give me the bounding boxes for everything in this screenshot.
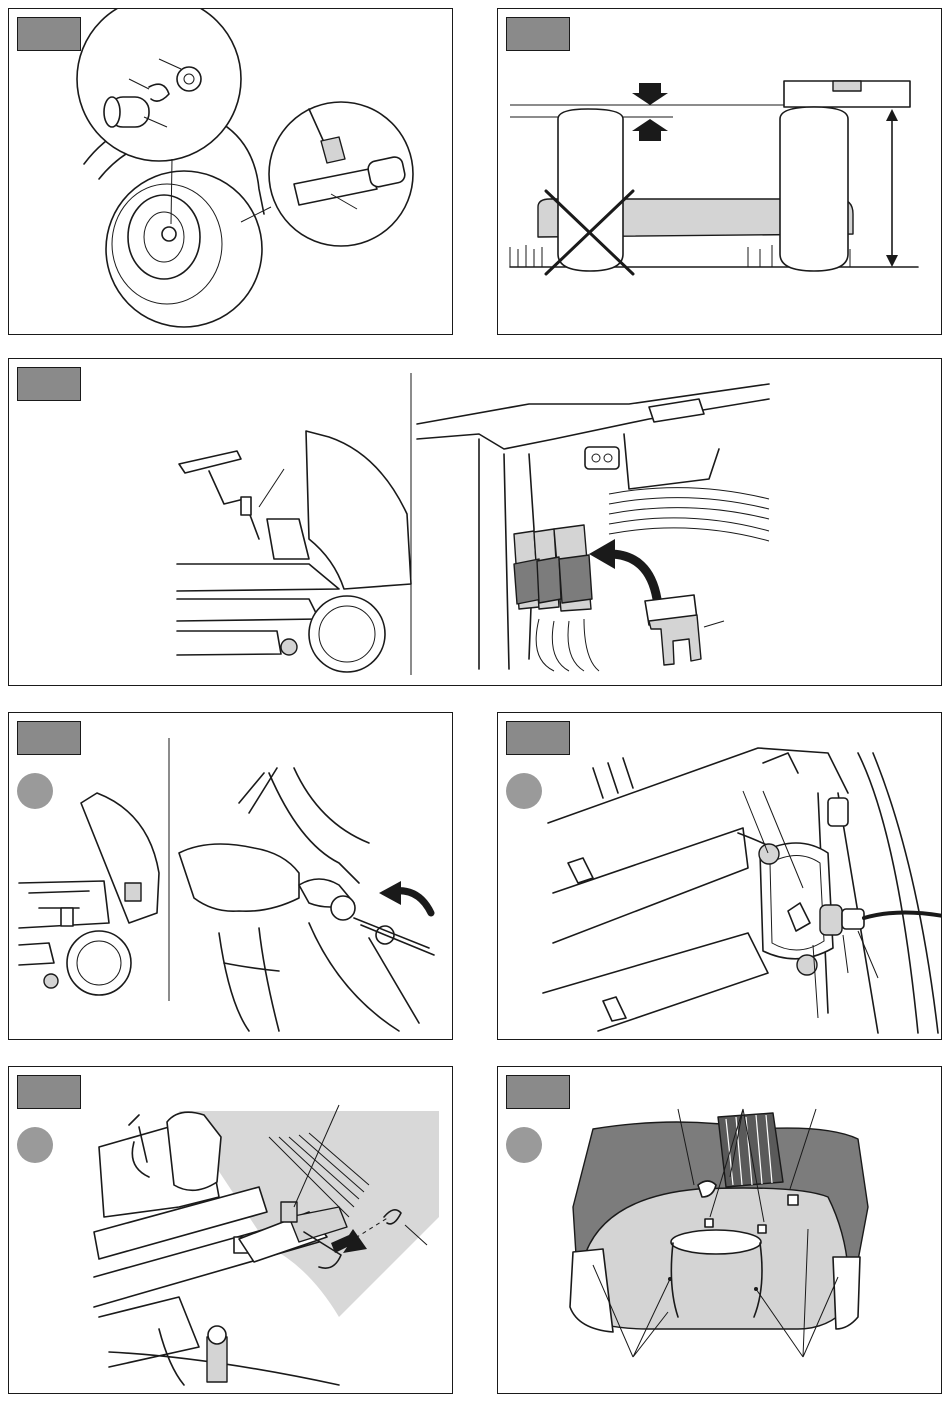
panel-grass-collector-filter [497,1066,942,1394]
headlight-bulb-illustration [498,713,942,1040]
arrow-up-icon [632,119,668,141]
deck-pin-illustration [9,1067,453,1394]
panel-fuse-replacement [8,358,942,686]
collector-illustration [498,1067,942,1394]
panel-battery-disconnect [8,712,453,1040]
tyre-level-illustration [498,9,942,335]
battery-disconnect-illustration [9,713,453,1040]
panel-cutting-deck-removal [8,1066,453,1394]
panel-tyre-pressure-level [497,8,942,335]
wheel-lubrication-illustration [9,9,453,335]
panel-headlight-bulb [497,712,942,1040]
panel-wheel-lubrication [8,8,453,335]
arrow-down-icon [632,83,668,105]
curved-arrow-icon [609,554,657,599]
fuse-illustration [9,359,942,686]
